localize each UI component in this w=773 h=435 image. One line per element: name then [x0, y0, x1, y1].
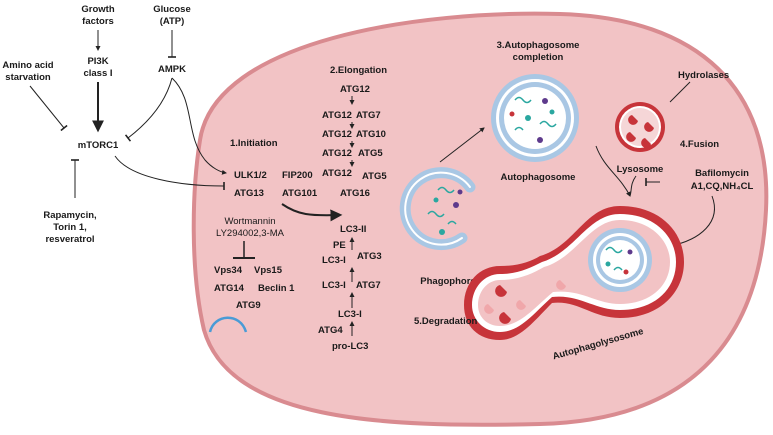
- atg101-label: ATG101: [282, 188, 318, 199]
- ampk-to-ulk-arrow: [171, 77, 227, 175]
- atg16-label: ATG16: [340, 188, 370, 199]
- glucose-label: Glucose: [153, 4, 191, 15]
- glucose-label-2: (ATP): [160, 16, 185, 27]
- vps15-label: Vps15: [254, 265, 283, 276]
- atg4-label: ATG4: [318, 325, 343, 336]
- elongation-title: 2.Elongation: [330, 65, 387, 76]
- atg5-a: ATG5: [358, 148, 383, 159]
- atg13-label: ATG13: [234, 188, 264, 199]
- lc3i-b: LC3-I: [322, 280, 346, 291]
- autophagolysosome-icon: [464, 206, 684, 340]
- phagophore-icon: [399, 167, 476, 251]
- hydrolases-pointer: [669, 81, 691, 103]
- mtorc1-inhibits-atg13: [114, 155, 225, 191]
- growth-factors-label: Growth: [81, 4, 114, 15]
- rapamycin-label: Rapamycin,: [43, 210, 96, 221]
- lc3ii-label: LC3-II: [340, 224, 366, 235]
- resveratrol-label: resveratrol: [45, 234, 94, 245]
- vps34-label: Vps34: [214, 265, 243, 276]
- ulk-to-lc3-arrow: [281, 203, 343, 222]
- autophagosome-label: Autophagosome: [501, 172, 576, 183]
- atg9-label: ATG9: [236, 300, 261, 311]
- atg14-label: ATG14: [214, 283, 245, 294]
- lysosome-to-fusion-arrow: [629, 175, 637, 197]
- atg12-b: ATG12: [322, 129, 352, 140]
- fip200-label: FIP200: [282, 170, 313, 181]
- ly294002-label: LY294002,3-MA: [216, 228, 285, 239]
- growth-factors-label-2: factors: [82, 16, 114, 27]
- lc3i-c: LC3-I: [338, 309, 362, 320]
- lc3i-a: LC3-I: [322, 255, 346, 266]
- mtorc1-label: mTORC1: [78, 140, 119, 151]
- hydrolases-label: Hydrolases: [678, 70, 729, 81]
- amino-acid-inhibits-mtorc1: [29, 85, 68, 132]
- phagophore-to-autophagosome-arrow: [439, 127, 485, 163]
- atg12-c: ATG12: [322, 148, 352, 159]
- bafilomycin-label: Bafilomycin: [695, 168, 749, 179]
- atg7-label: ATG7: [356, 110, 381, 121]
- torin-label: Torin 1,: [53, 222, 87, 233]
- prolc3-label: pro-LC3: [332, 341, 368, 352]
- pe-label: PE: [333, 240, 346, 251]
- atg10-label: ATG10: [356, 129, 386, 140]
- ampk-label: AMPK: [158, 64, 186, 75]
- pi3k-label: PI3K: [87, 56, 108, 67]
- atg5-b: ATG5: [362, 171, 387, 182]
- ampk-inhibits-mtorc1: [124, 77, 173, 142]
- pi3k-label-2: class I: [83, 68, 112, 79]
- bafilomycin-label-2: A1,CQ,NH₄CL: [691, 181, 754, 192]
- initiation-title: 1.Initiation: [230, 138, 278, 149]
- beclin-label: Beclin 1: [258, 283, 295, 294]
- atg12-d: ATG12: [322, 168, 352, 179]
- atg7-b: ATG7: [356, 280, 381, 291]
- autophagosome-icon: [491, 74, 579, 162]
- amino-acid-label: Amino acid: [2, 60, 53, 71]
- atg12-a: ATG12: [322, 110, 352, 121]
- degradation-title: 5.Degradation: [414, 316, 478, 327]
- wortmannin-label: Wortmannin: [224, 216, 275, 227]
- completion-title-2: completion: [513, 52, 564, 63]
- phagophore-label: Phagophore: [420, 276, 475, 287]
- atg12-top: ATG12: [340, 84, 370, 95]
- lysosome-label: Lysosome: [617, 164, 664, 175]
- fusion-title: 4.Fusion: [680, 139, 719, 150]
- autophagosome-to-fusion-arrow: [595, 145, 631, 197]
- isolation-membrane-icon: [208, 316, 248, 333]
- lysosome-icon: [615, 102, 665, 152]
- atg3-label: ATG3: [357, 251, 382, 262]
- completion-title: 3.Autophagosome: [497, 40, 580, 51]
- amino-acid-label-2: starvation: [5, 72, 51, 83]
- ulk-label: ULK1/2: [234, 170, 267, 181]
